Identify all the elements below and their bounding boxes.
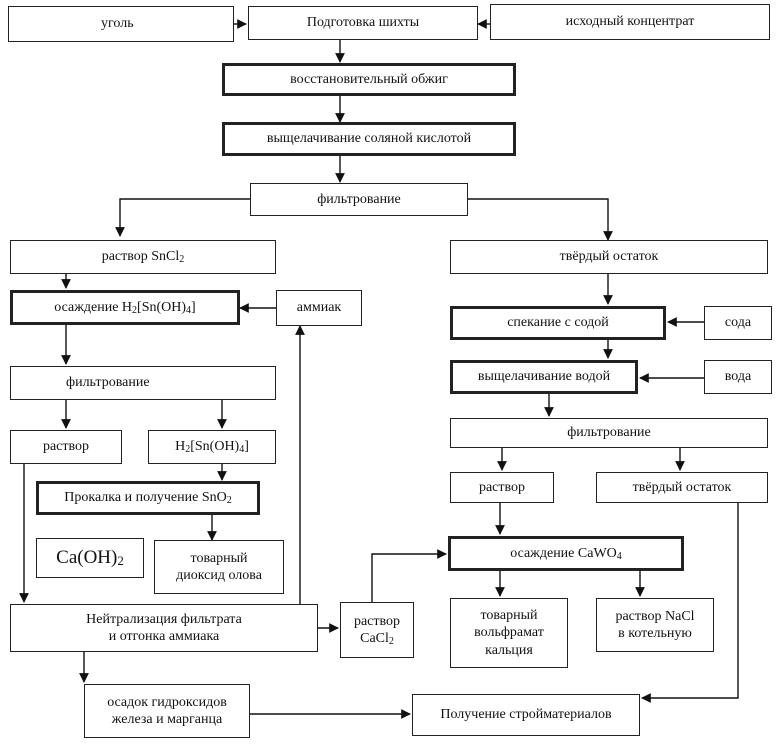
node-sncl2-solution-label: раствор SnCl2 xyxy=(101,249,185,266)
node-precip-cawo4-label: осаждение CaWO4 xyxy=(510,545,622,562)
node-charge-prep-label: Подготовка шихты xyxy=(306,15,420,31)
node-nacl-solution: раствор NaCl в котельную xyxy=(596,598,714,652)
node-water: вода xyxy=(704,360,772,394)
node-caoh2-label: Ca(OH)2 xyxy=(56,547,124,569)
node-solid-residue-1-label: твёрдый остаток xyxy=(559,249,659,265)
node-solution-2: раствор xyxy=(450,472,554,503)
node-filtration-3-label: фильтрование xyxy=(66,375,150,391)
node-neutralization-label: Нейтрализация фильтрата и отгонка аммиак… xyxy=(86,611,242,645)
node-filtration-1: фильтрование xyxy=(250,183,468,216)
node-sncl2-solution: раствор SnCl2 xyxy=(10,240,276,274)
node-source-concentrate-label: исходный концентрат xyxy=(565,14,695,30)
node-filtration-1-label: фильтрование xyxy=(317,191,401,207)
node-commercial-sno2: товарный диоксид олова xyxy=(154,540,284,594)
node-water-label: вода xyxy=(724,369,752,385)
node-neutralization: Нейтрализация фильтрата и отгонка аммиак… xyxy=(10,604,318,652)
node-solid-residue-2: твёрдый остаток xyxy=(596,472,768,503)
node-calcination: Прокалка и получение SnO2 xyxy=(36,481,260,515)
node-precip-sn-label: осаждение H2[Sn(OH)4] xyxy=(54,299,196,316)
node-solution-2-label: раствор xyxy=(478,479,526,495)
node-hydroxide-precip: осадок гидроксидов железа и марганца xyxy=(84,684,250,738)
node-coal-label: уголь xyxy=(101,16,134,32)
node-commercial-cawo4-label: товарный вольфрамат кальция xyxy=(474,607,544,658)
node-cacl2-solution: раствор CaCl2 xyxy=(340,602,414,658)
node-soda: сода xyxy=(704,306,772,340)
node-precip-cawo4: осаждение CaWO4 xyxy=(448,536,684,571)
node-commercial-cawo4: товарный вольфрамат кальция xyxy=(450,598,568,668)
node-charge-prep: Подготовка шихты xyxy=(248,6,478,40)
node-calcination-label: Прокалка и получение SnO2 xyxy=(64,490,232,507)
node-sinter-soda-label: спекание с содой xyxy=(507,315,609,331)
node-filtration-2: фильтрование xyxy=(450,418,768,448)
node-solid-residue-2-label: твёрдый остаток xyxy=(632,479,732,495)
node-ammonia: аммиак xyxy=(276,290,362,326)
node-water-leach: выщелачивание водой xyxy=(450,360,638,394)
node-reduction-roast-label: восстановительный обжиг xyxy=(290,71,448,87)
node-caoh2: Ca(OH)2 xyxy=(36,538,144,578)
node-nacl-solution-label: раствор NaCl в котельную xyxy=(615,608,695,642)
node-filtration-3: фильтрование xyxy=(10,366,276,400)
node-building-materials: Получение стройматериалов xyxy=(412,694,640,736)
node-hcl-leach: выщелачивание соляной кислотой xyxy=(222,122,516,156)
node-reduction-roast: восстановительный обжиг xyxy=(222,63,516,96)
node-filtration-2-label: фильтрование xyxy=(567,425,651,441)
node-cacl2-solution-label: раствор CaCl2 xyxy=(353,613,401,647)
node-ammonia-label: аммиак xyxy=(296,300,342,316)
node-hcl-leach-label: выщелачивание соляной кислотой xyxy=(266,131,472,147)
node-sinter-soda: спекание с содой xyxy=(450,306,666,340)
node-source-concentrate: исходный концентрат xyxy=(490,4,770,40)
node-coal: уголь xyxy=(8,6,234,42)
node-solution-1: раствор xyxy=(10,430,122,464)
node-h2snoh4: H2[Sn(OH)4] xyxy=(148,430,276,464)
node-building-materials-label: Получение стройматериалов xyxy=(440,707,612,723)
node-hydroxide-precip-label: осадок гидроксидов железа и марганца xyxy=(107,694,227,728)
node-water-leach-label: выщелачивание водой xyxy=(477,369,611,385)
node-soda-label: сода xyxy=(724,315,752,331)
node-precip-sn: осаждение H2[Sn(OH)4] xyxy=(10,290,240,325)
node-h2snoh4-label: H2[Sn(OH)4] xyxy=(175,439,249,456)
node-commercial-sno2-label: товарный диоксид олова xyxy=(176,550,262,584)
node-solid-residue-1: твёрдый остаток xyxy=(450,240,768,274)
node-solution-1-label: раствор xyxy=(42,439,90,455)
